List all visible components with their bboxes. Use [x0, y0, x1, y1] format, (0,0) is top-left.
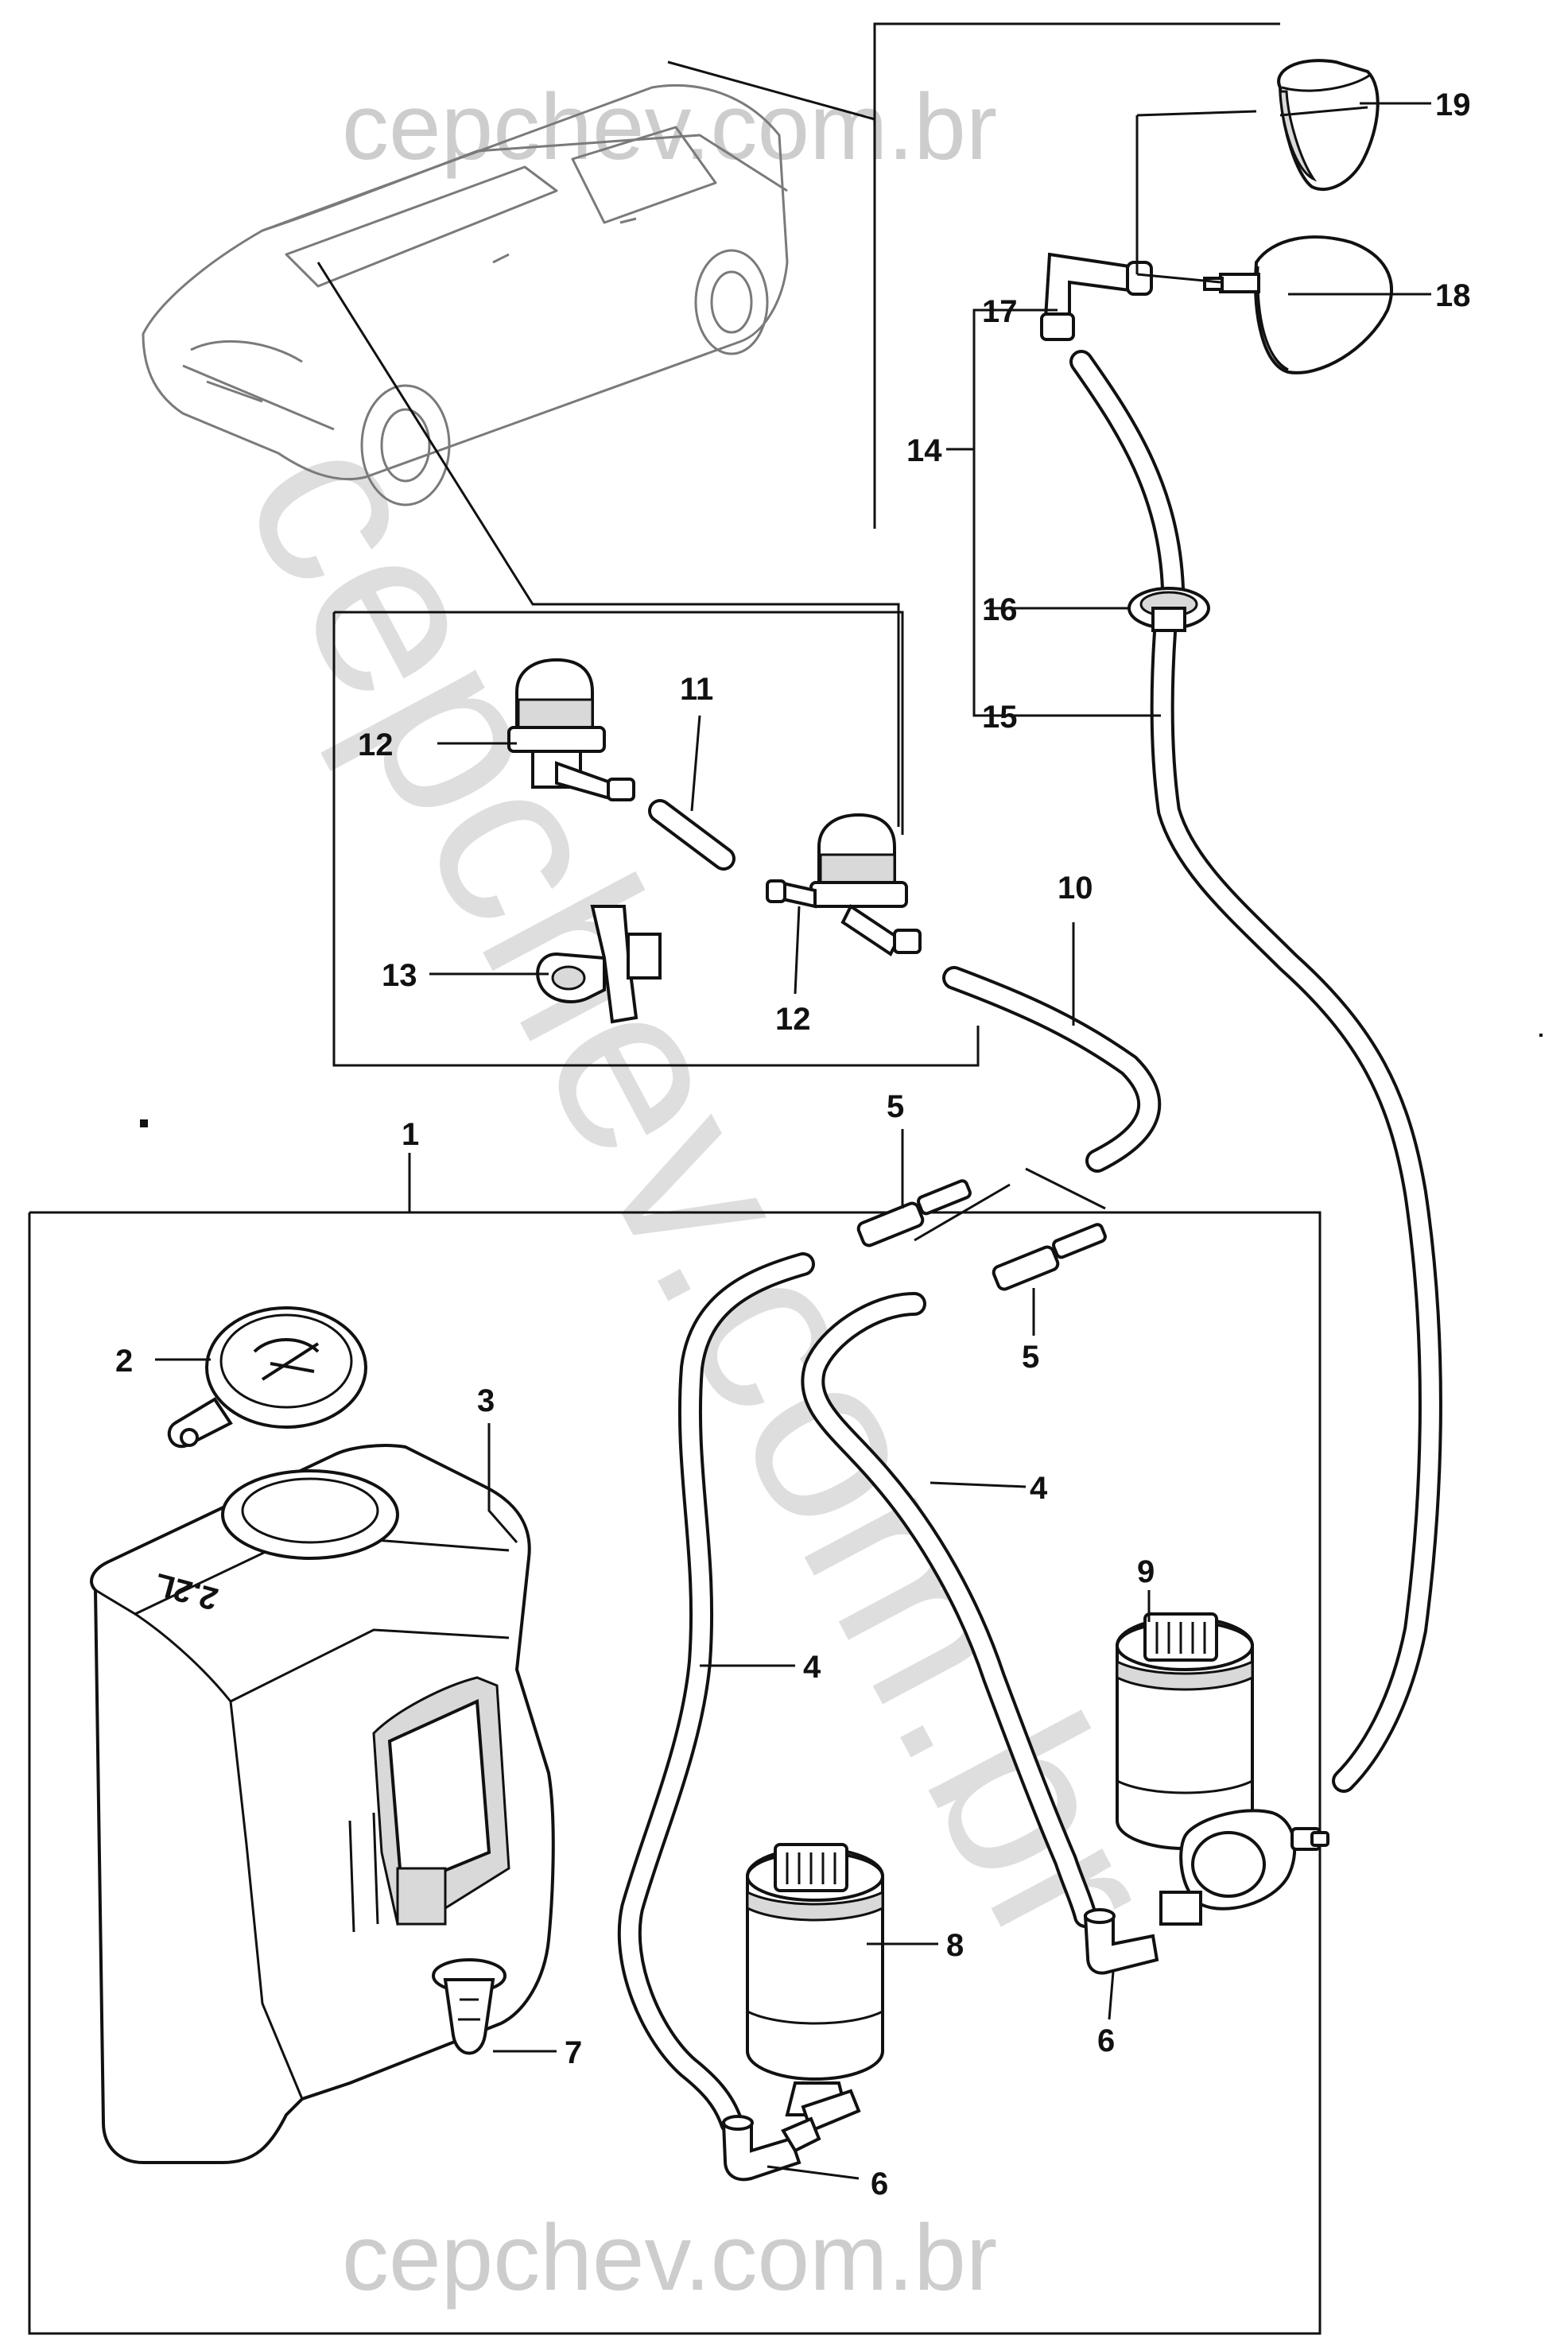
callout-8: 8: [946, 1928, 964, 1963]
part-6-elbow-right: [1083, 1908, 1159, 1975]
callout-19: 19: [1435, 87, 1471, 122]
part-9-washer-pump: [1116, 1612, 1329, 1926]
part-7-grommet: [432, 1958, 506, 2055]
callout-4-right: 4: [1030, 1471, 1048, 1506]
callout-13: 13: [382, 958, 417, 993]
marker-dot: [140, 1119, 148, 1127]
callout-5-lower: 5: [1022, 1340, 1039, 1375]
car-to-front-group-line: [316, 262, 900, 827]
part-17-elbow: [1040, 252, 1153, 341]
callout-4-left: 4: [803, 1650, 821, 1685]
callout-1: 1: [402, 1117, 419, 1152]
hose-4-left: [617, 1252, 815, 2135]
part-16-grommet: [1127, 587, 1210, 632]
hose-14-upper: [1069, 350, 1185, 600]
callout-12-upper: 12: [358, 727, 394, 762]
callout-6-left: 6: [871, 2167, 888, 2202]
callout-numbers: 19 18 17 14 16 15 11 12 12 13 10 5 5 1 2…: [115, 87, 1471, 2202]
part-2-reservoir-cap: [167, 1306, 367, 1449]
marker-dot-right: [1539, 1034, 1543, 1037]
part-13-clip: [536, 905, 662, 1024]
callout-7: 7: [565, 2035, 582, 2070]
part-19-nozzle-cap: [1277, 59, 1380, 192]
callout-6-right: 6: [1097, 2023, 1115, 2058]
part-3-reservoir-tank: 2.2L: [90, 1444, 555, 2164]
callout-10: 10: [1058, 871, 1093, 906]
car-outline: [142, 84, 789, 506]
part-8-washer-pump: [746, 1843, 884, 2133]
callout-17: 17: [982, 294, 1018, 329]
callout-11: 11: [680, 672, 713, 707]
callout-2: 2: [115, 1344, 133, 1379]
callout-5-upper: 5: [887, 1089, 904, 1124]
part-6-elbow-left: [721, 2115, 821, 2182]
front-nozzle-group-box: [332, 611, 980, 1067]
part-5-connector-lower: [992, 1167, 1107, 1291]
callout-15: 15: [982, 700, 1018, 735]
part-12-front-nozzle-upper: [507, 658, 635, 801]
callout-3: 3: [477, 1383, 495, 1418]
hose-10: [942, 966, 1162, 1173]
callout-14: 14: [906, 433, 942, 468]
part-18-rear-nozzle: [1203, 235, 1393, 374]
hose-4-right: [801, 1292, 1097, 1928]
callout-9: 9: [1137, 1554, 1155, 1589]
callout-12-lower: 12: [775, 1002, 811, 1037]
part-12-front-nozzle-lower: [766, 813, 922, 956]
callout-16: 16: [982, 592, 1018, 627]
callout-18: 18: [1435, 278, 1471, 313]
leader-lines: [155, 102, 1431, 2180]
watermark-bottom: cepchev.com.br: [342, 2205, 997, 2310]
hose-11: [648, 799, 735, 871]
part-5-connector-upper: [856, 1179, 1011, 1247]
hose-15: [1150, 620, 1442, 1793]
